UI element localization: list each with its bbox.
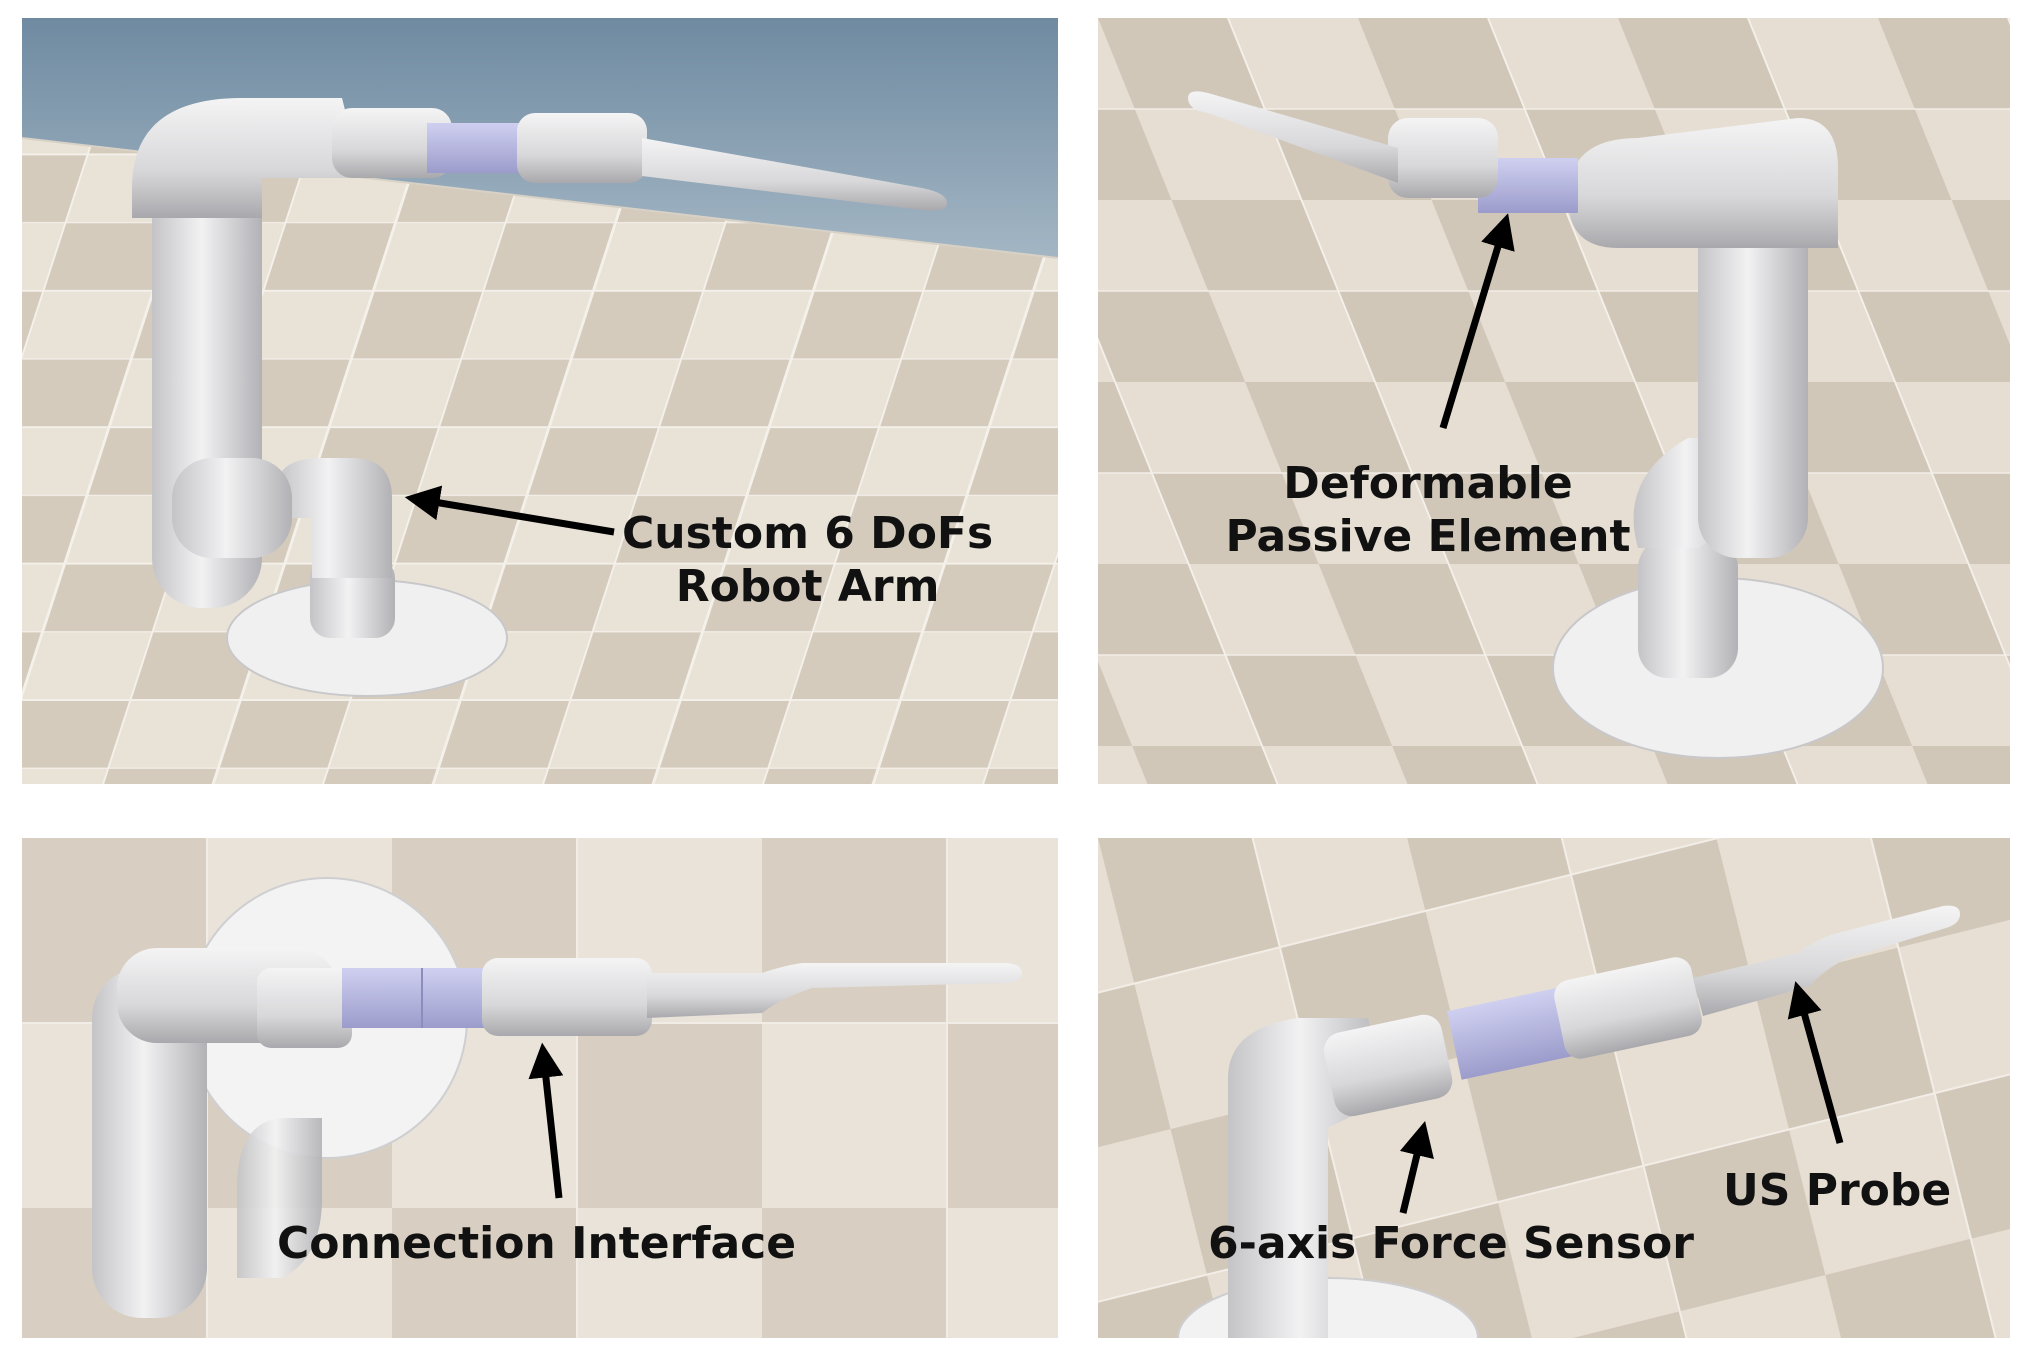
label-force-sensor-line1: 6-axis Force Sensor	[1208, 1218, 1694, 1269]
label-connection-interface-line1: Connection Interface	[277, 1218, 797, 1269]
force-sensor-probe-arrows	[1399, 981, 1844, 1214]
label-force-sensor: 6-axis Force Sensor	[1208, 1218, 1694, 1271]
label-us-probe-line1: US Probe	[1723, 1165, 1952, 1216]
arrow-to-robot-arm	[404, 485, 615, 536]
label-robot-arm: Custom 6 DoFs Robot Arm	[622, 508, 993, 614]
label-passive-element: Deformable Passive Element	[1218, 458, 1638, 564]
passive-element-scene-image	[1098, 18, 2010, 784]
label-robot-arm-line2: Robot Arm	[675, 560, 940, 612]
label-connection-interface: Connection Interface	[277, 1218, 796, 1271]
panel-top-right: Deformable Passive Element	[1098, 18, 2010, 784]
arrow-to-connection-interface	[528, 1042, 564, 1199]
robot-arm-scene-image	[22, 18, 1058, 784]
panel-bottom-right: 6-axis Force Sensor US Probe	[1098, 838, 2010, 1338]
label-passive-element-line1: Deformable	[1283, 458, 1573, 509]
label-passive-element-line2: Passive Element	[1225, 510, 1631, 562]
arrow-to-passive-element	[1439, 213, 1515, 430]
label-us-probe: US Probe	[1723, 1165, 1951, 1218]
connection-interface-scene-image	[22, 838, 1058, 1338]
panel-top-left: Custom 6 DoFs Robot Arm	[22, 18, 1058, 784]
arrow-to-us-probe	[1787, 981, 1844, 1144]
panel-bottom-left: Connection Interface	[22, 838, 1058, 1338]
label-robot-arm-line1: Custom 6 DoFs	[622, 508, 994, 559]
arrow-to-force-sensor	[1399, 1120, 1434, 1214]
force-sensor-probe-scene-image	[1098, 838, 2010, 1338]
